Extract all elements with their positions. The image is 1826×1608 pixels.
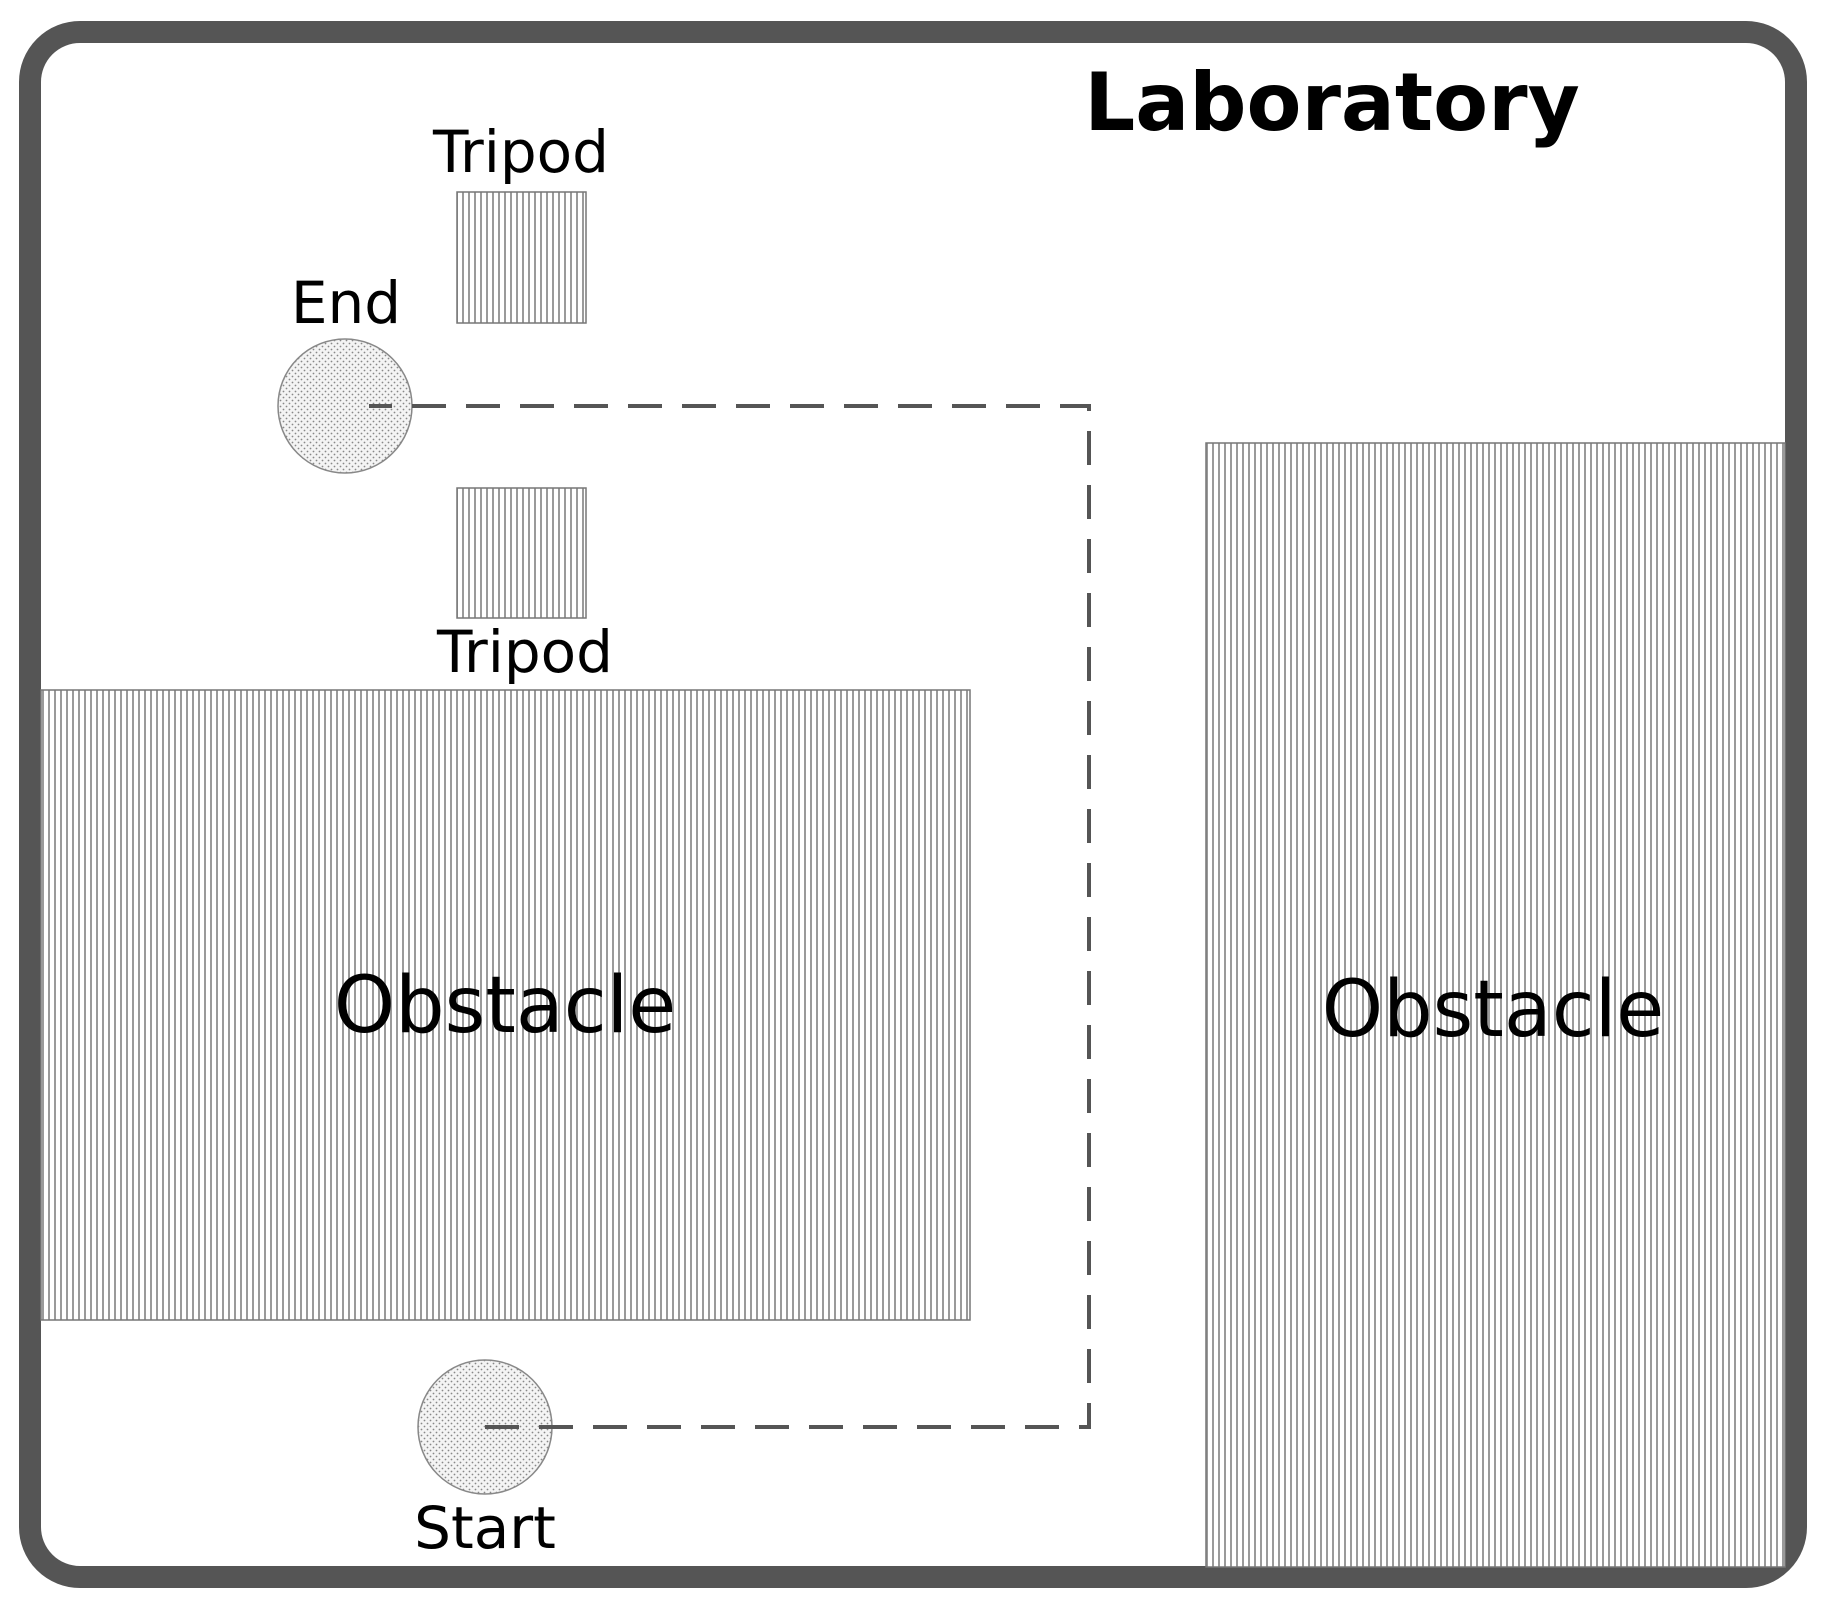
tripod-top	[456, 191, 587, 324]
obstacle-left-label: Obstacle	[334, 961, 676, 1051]
path-route	[369, 404, 1091, 1429]
laboratory-title: Laboratory	[1084, 56, 1579, 149]
start-point-label: Start	[414, 1494, 556, 1562]
tripod-bottom-label: Tripod	[436, 618, 613, 686]
obstacle-right	[1205, 442, 1786, 1568]
tripod-bottom	[456, 487, 587, 619]
obstacle-left	[40, 689, 971, 1321]
obstacle-right-label: Obstacle	[1322, 965, 1664, 1055]
tripod-top-label: Tripod	[432, 118, 609, 186]
end-point-label: End	[291, 269, 401, 337]
